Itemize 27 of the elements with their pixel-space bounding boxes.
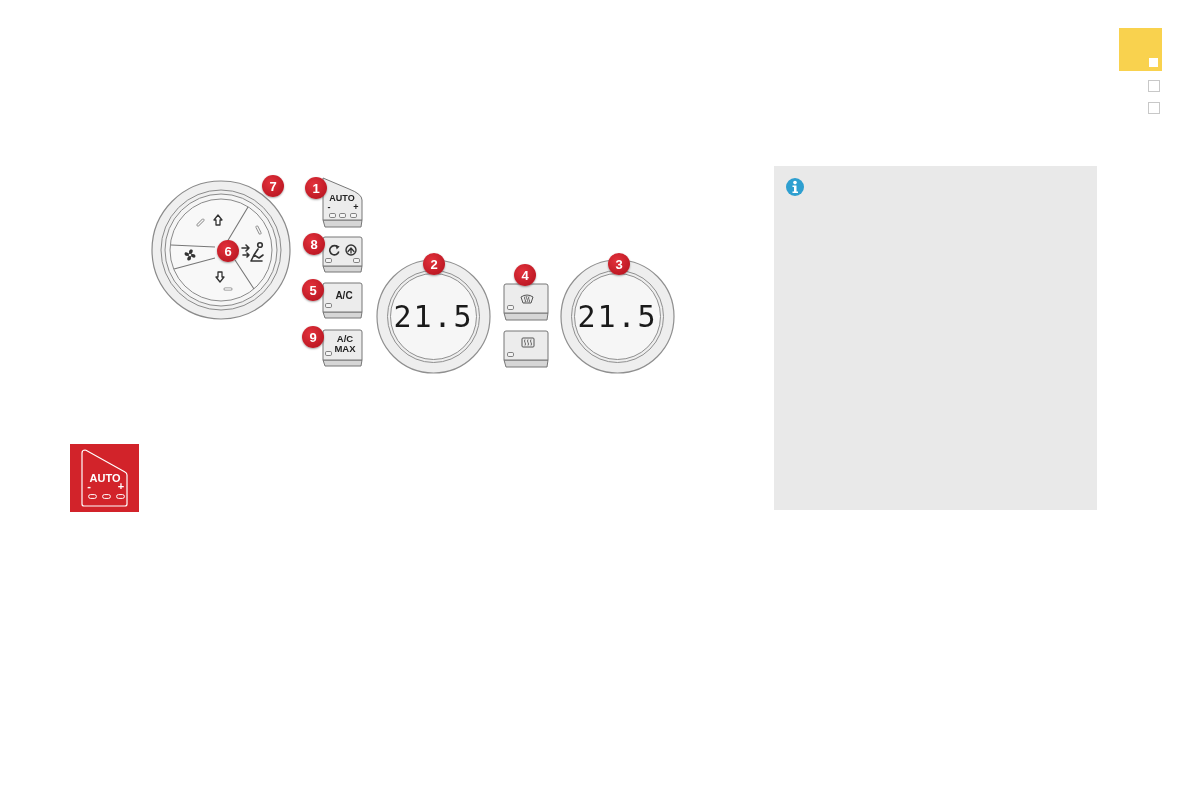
rotary-dial <box>150 177 292 323</box>
auto-label: AUTO <box>89 472 121 484</box>
temperature-readout: 21.5 <box>393 302 474 332</box>
temperature-display <box>376 259 491 374</box>
callout-number: 9 <box>302 326 324 348</box>
auto-button <box>322 177 363 228</box>
callout-number: 5 <box>302 279 324 301</box>
auto-symbol <box>70 444 139 512</box>
ac-max-button <box>322 329 363 367</box>
auto-label: AUTO <box>329 193 355 203</box>
ac-max-label: A/C MAX <box>333 333 357 353</box>
minus-sign: - <box>87 480 91 492</box>
callout-number: 4 <box>514 264 536 286</box>
callout-number: 7 <box>262 175 284 197</box>
ac-label: A/C <box>335 291 353 301</box>
rear-screen-demist-button <box>503 330 549 368</box>
ac-button <box>322 282 363 319</box>
callout-number: 1 <box>305 177 327 199</box>
callout-number: 8 <box>303 233 325 255</box>
callout-number: 2 <box>423 253 445 275</box>
callout-number: 3 <box>608 253 630 275</box>
plus-sign: + <box>353 202 359 212</box>
temperature-display <box>560 259 675 374</box>
temperature-readout: 21.5 <box>577 302 658 332</box>
recirculation-button <box>322 236 363 273</box>
windscreen-demist-button <box>503 283 549 321</box>
minus-sign: - <box>327 202 331 212</box>
